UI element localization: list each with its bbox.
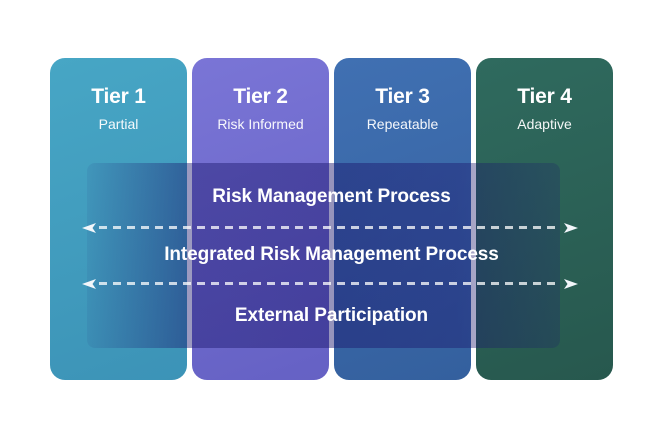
tier-column-1: Tier 1 Partial	[50, 58, 187, 380]
dashed-line	[99, 226, 561, 229]
tier-columns: Tier 1 Partial Tier 2 Risk Informed Tier…	[50, 58, 613, 380]
tier-column-2: Tier 2 Risk Informed	[192, 58, 329, 380]
tier-column-4: Tier 4 Adaptive	[476, 58, 613, 380]
tier-column-3: Tier 3 Repeatable	[334, 58, 471, 380]
tier-2-title: Tier 2	[233, 85, 288, 108]
dashed-arrow-2	[82, 278, 578, 289]
tier-2-subtitle: Risk Informed	[217, 116, 304, 132]
tier-1-subtitle: Partial	[98, 116, 139, 132]
band-label-integrated-risk-management: Integrated Risk Management Process	[164, 244, 499, 265]
tier-4-subtitle: Adaptive	[517, 116, 572, 132]
process-band-overlay	[87, 163, 560, 348]
tier-3-title: Tier 3	[375, 85, 430, 108]
dashed-arrow-1	[82, 222, 578, 233]
band-label-external-participation: External Participation	[234, 305, 429, 326]
arrow-left-icon	[82, 222, 96, 233]
tier-3-subtitle: Repeatable	[366, 116, 439, 132]
arrow-left-icon	[82, 278, 96, 289]
band-label-risk-management: Risk Management Process	[212, 186, 451, 207]
tier-1-title: Tier 1	[91, 85, 146, 108]
dashed-line	[99, 282, 561, 285]
tier-4-title: Tier 4	[517, 85, 572, 108]
arrow-right-icon	[564, 222, 578, 233]
arrow-right-icon	[564, 278, 578, 289]
